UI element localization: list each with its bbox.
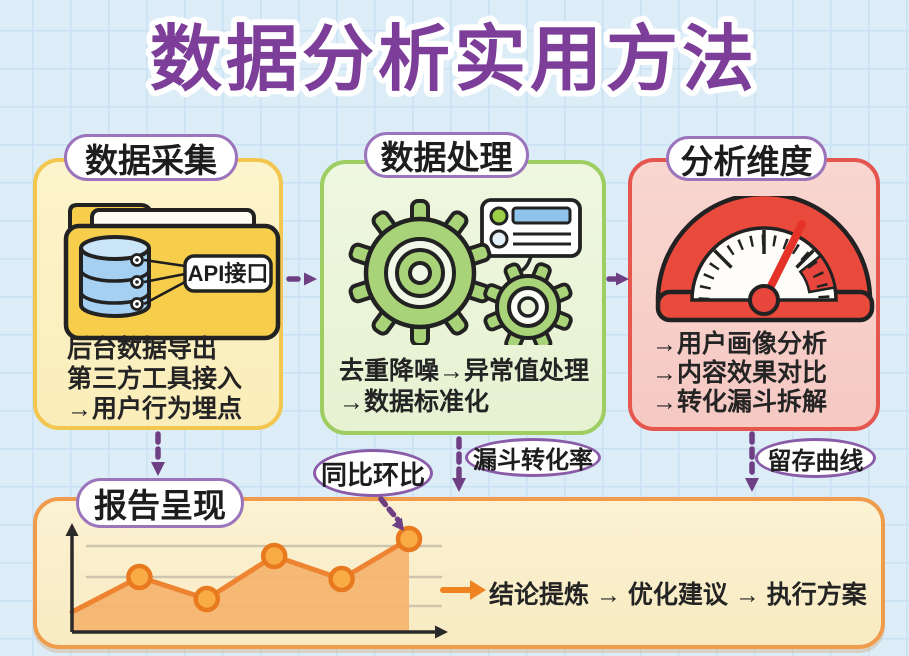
- callout-label: 留存曲线: [767, 447, 864, 475]
- processing-line: →数据标准化: [339, 388, 490, 416]
- chart-axes: [70, 533, 438, 634]
- y-axis-arrow: [65, 523, 79, 536]
- big-gear-icon: [348, 199, 492, 345]
- callout-yoy: 同比环比: [313, 449, 433, 497]
- pill-data-collection: 数据采集: [64, 134, 238, 181]
- pill-label: 数据处理: [380, 139, 513, 176]
- gauge-dividers: [713, 230, 815, 269]
- pill-analysis-dimensions: 分析维度: [666, 136, 827, 181]
- api-tag: API接口: [183, 254, 273, 293]
- dimensions-line: →转化漏斗拆解: [652, 388, 828, 416]
- data-point: [193, 585, 221, 613]
- section-data-collection: API接口 后台数据导出 第三方工具接入 →用户行为埋点: [33, 158, 283, 430]
- arrow-collection-to-report: [151, 431, 165, 476]
- orange-arrow-icon: [440, 580, 486, 600]
- settings-card-icon: [480, 198, 582, 273]
- x-axis-arrow: [435, 625, 448, 639]
- trend-chart-icon: [65, 523, 448, 639]
- pill-data-processing: 数据处理: [364, 132, 529, 178]
- section-data-processing: 去重降噪→异常值处理 →数据标准化: [320, 160, 606, 435]
- callout-funnel-rate: 漏斗转化率: [465, 438, 601, 477]
- dimensions-line: →内容效果对比: [652, 359, 828, 387]
- dimensions-line: →用户画像分析: [652, 330, 828, 358]
- collection-text: 后台数据导出 第三方工具接入 →用户行为埋点: [67, 334, 242, 424]
- callout-retention-curve: 留存曲线: [755, 438, 876, 478]
- page-title: 数据分析实用方法: [144, 14, 760, 106]
- collection-line: 第三方工具接入: [67, 365, 243, 393]
- chart-markers: [126, 525, 423, 613]
- dimensions-text: →用户画像分析 →内容效果对比 →转化漏斗拆解: [652, 330, 827, 417]
- callout-label: 漏斗转化率: [473, 447, 593, 474]
- processing-line: 去重降噪→异常值处理: [339, 357, 590, 385]
- api-connector-lines: [143, 258, 186, 306]
- data-point: [395, 525, 423, 553]
- page-title-text: 数据分析实用方法: [150, 20, 758, 100]
- data-point: [260, 542, 288, 570]
- folder-database-icon: API接口: [63, 203, 281, 341]
- gauge-red-zone: [798, 253, 837, 294]
- gauge-icon: [655, 196, 875, 323]
- processing-text: 去重降噪→异常值处理 →数据标准化: [339, 356, 589, 418]
- pill-label: 数据采集: [85, 141, 217, 179]
- collection-line: 后台数据导出: [67, 335, 218, 363]
- database-cylinder-icon: [79, 235, 151, 318]
- data-point: [328, 565, 355, 593]
- api-tag-label: API接口: [188, 261, 269, 286]
- section-analysis-dimensions: →用户画像分析 →内容效果对比 →转化漏斗拆解: [628, 158, 880, 431]
- collection-line: →用户行为埋点: [67, 395, 243, 423]
- pill-report: 报告呈现: [76, 478, 244, 528]
- chart-area-fill: [72, 539, 409, 632]
- small-gear-icon: [483, 262, 573, 345]
- data-point: [126, 563, 153, 591]
- gauge-hub: [748, 284, 780, 316]
- pill-label: 报告呈现: [94, 487, 226, 524]
- callout-label: 同比环比: [320, 459, 425, 490]
- report-flow-text: 结论提炼 → 优化建议 → 执行方案: [489, 581, 867, 609]
- arrow-processing-to-dimensions: [606, 272, 629, 286]
- arrow-processing-to-report: [452, 436, 466, 492]
- gears-icon: [348, 198, 582, 345]
- section-report: 结论提炼 → 优化建议 → 执行方案: [33, 497, 885, 649]
- pill-label: 分析维度: [680, 142, 813, 180]
